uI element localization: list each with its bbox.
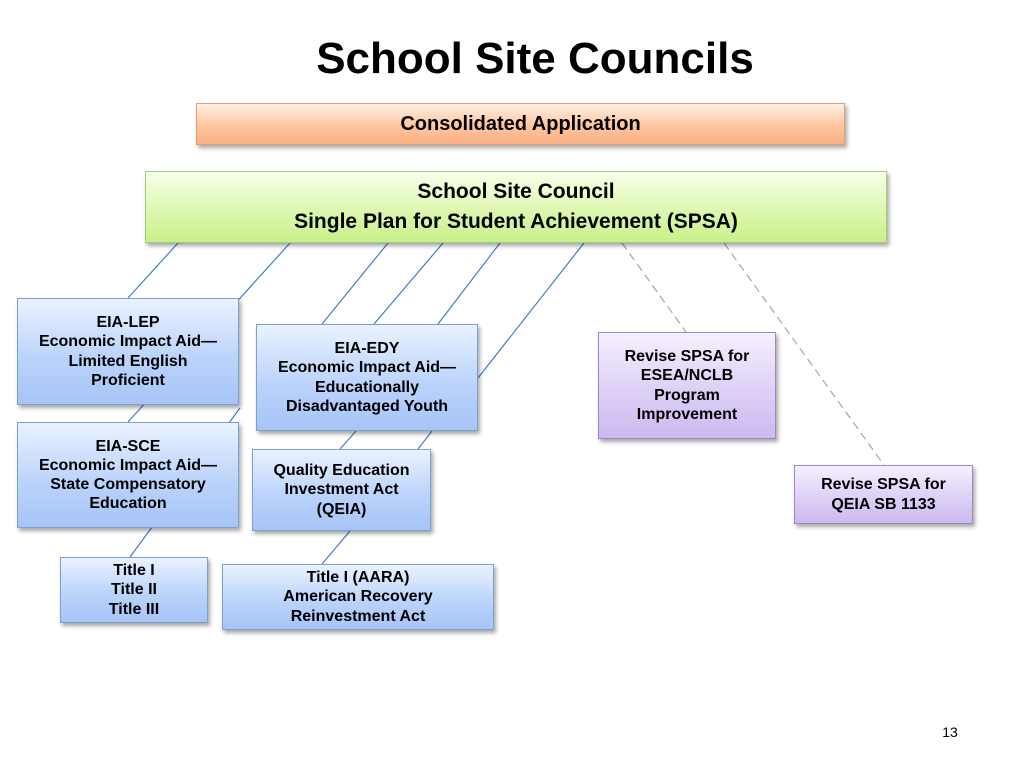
eia-edy-line: Disadvantaged Youth (285, 397, 449, 415)
connector-aara (437, 242, 501, 325)
connector-eia-lep (127, 242, 179, 299)
revise-esea-line: Revise SPSA for (624, 348, 750, 366)
aara-line: Reinvestment Act (290, 607, 426, 625)
revise-esea-line: ESEA/NCLB (640, 367, 734, 385)
connector-eia-edy (321, 242, 389, 325)
revise-qeia-line: QEIA SB 1133 (831, 495, 936, 513)
eia-lep-box: EIA-LEP Economic Impact Aid— Limited Eng… (17, 298, 239, 405)
qeia-line: Investment Act (284, 481, 399, 499)
title-programs-line: Title II (111, 581, 157, 599)
page-number: 13 (942, 724, 958, 740)
eia-sce-line: State Compensatory (50, 476, 206, 493)
revise-spsa-qeia-box: Revise SPSA for QEIA SB 1133 (794, 465, 973, 524)
qeia-box: Quality Education Investment Act (QEIA) (252, 449, 431, 531)
eia-edy-box: EIA-EDY Economic Impact Aid— Educational… (256, 324, 478, 431)
eia-lep-line: Economic Impact Aid— (38, 333, 218, 351)
eia-sce-line: Economic Impact Aid— (38, 456, 218, 474)
eia-sce-line: Education (89, 495, 167, 513)
eia-sce-line: EIA-SCE (95, 437, 161, 455)
connector-revise-qeia (723, 242, 885, 466)
consolidated-application-label: Consolidated Application (400, 113, 641, 135)
school-site-council-box: School Site Council Single Plan for Stud… (145, 171, 887, 243)
connector-extra (477, 242, 585, 379)
revise-esea-line: Program (654, 386, 720, 404)
slide-title: School Site Councils (316, 34, 754, 83)
eia-edy-line: Economic Impact Aid— (277, 359, 457, 377)
aara-box: Title I (AARA) American Recovery Reinves… (222, 564, 494, 630)
revise-spsa-esea-box: Revise SPSA for ESEA/NCLB Program Improv… (598, 332, 776, 439)
eia-lep-line: Limited English (68, 352, 188, 370)
qeia-line: Quality Education (273, 462, 410, 480)
title-programs-line: Title III (108, 600, 160, 618)
consolidated-application-box: Consolidated Application (196, 103, 845, 145)
connector-aara-mid (417, 430, 433, 450)
eia-edy-line: Educationally (314, 378, 420, 396)
revise-qeia-line: Revise SPSA for (821, 476, 946, 494)
connector-revise-esea (621, 242, 687, 333)
eia-lep-line: EIA-LEP (96, 314, 160, 332)
title-programs-box: Title I Title II Title III (60, 557, 208, 623)
revise-esea-line: Improvement (636, 405, 738, 423)
eia-edy-line: EIA-EDY (334, 340, 400, 358)
title-programs-line: Title I (113, 562, 155, 580)
connector-qeia-lower (339, 430, 357, 450)
aara-line: American Recovery (283, 588, 433, 606)
qeia-line: (QEIA) (316, 500, 367, 518)
spsa-label: Single Plan for Student Achievement (SPS… (294, 210, 738, 233)
eia-lep-line: Proficient (91, 371, 165, 389)
eia-sce-box: EIA-SCE Economic Impact Aid— State Compe… (17, 422, 239, 528)
connector-qeia (373, 242, 444, 325)
connector-aara-lower (321, 530, 351, 565)
school-site-council-label: School Site Council (417, 179, 615, 203)
aara-line: Title I (AARA) (306, 569, 410, 587)
